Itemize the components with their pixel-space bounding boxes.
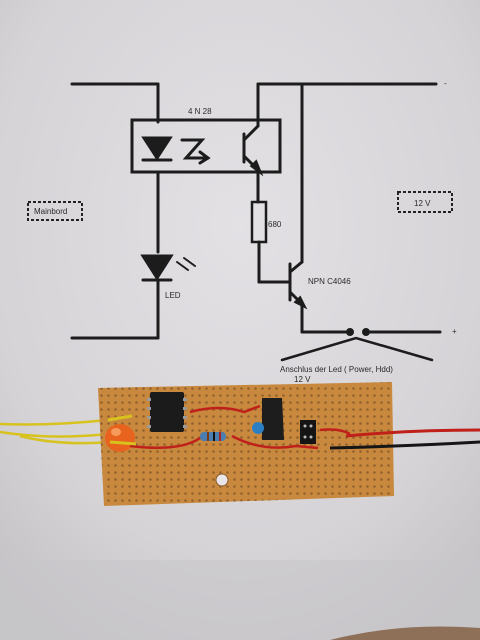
board-label: Mainbord <box>34 207 67 216</box>
minus-label: - <box>444 79 447 88</box>
light-arrows-icon <box>180 138 210 160</box>
led-emission-arrows-icon <box>176 257 196 271</box>
resistor-label: 680 <box>268 220 282 229</box>
mainbord-box <box>27 201 83 221</box>
supply-box <box>397 191 453 213</box>
blue-component <box>252 422 264 434</box>
black-cable <box>329 440 480 450</box>
connector-bracket <box>280 336 434 362</box>
paper-lower-shadow <box>0 560 480 640</box>
red-jumper-wires <box>129 404 351 450</box>
plus-label: + <box>452 327 457 336</box>
schematic <box>70 82 442 362</box>
opto-led-symbol <box>141 136 173 161</box>
transistor-label: NPN C4046 <box>308 277 351 286</box>
npn-transistor <box>262 398 284 440</box>
optocoupler-chip <box>150 392 184 432</box>
orange-led <box>105 424 135 452</box>
yellow-wires <box>0 418 111 445</box>
connection-label: Anschlus der Led ( Power, Hdd) <box>280 365 393 374</box>
optocoupler-box <box>130 118 282 174</box>
connection-voltage: 12 V <box>294 375 311 384</box>
red-cable <box>345 428 480 438</box>
table-edge <box>330 626 480 640</box>
chip-label: 4 N 28 <box>188 107 212 116</box>
led-symbol <box>140 254 174 281</box>
supply-label: 12 V <box>414 199 431 208</box>
led-label: LED <box>165 291 181 300</box>
pin-header <box>300 420 316 444</box>
mounting-hole <box>215 473 229 487</box>
